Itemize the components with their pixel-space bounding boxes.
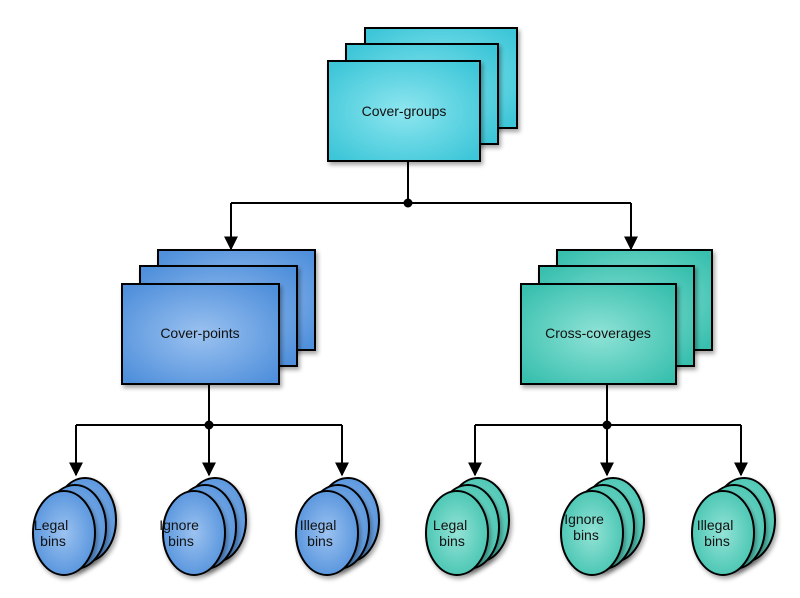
left-illegal-bins-label: Illegal bins — [300, 517, 340, 549]
right-ignore-bins-label: Ignore bins — [564, 511, 608, 543]
left-legal-bins-label: Legal bins — [34, 517, 72, 549]
right-illegal-bins-line2: bins — [704, 533, 730, 549]
cover-points-label: Cover-points — [160, 325, 239, 341]
right-illegal-bins: Illegal bins — [691, 477, 776, 576]
right-illegal-bins-label: Illegal bins — [697, 517, 737, 549]
cross-coverages-card-front — [520, 283, 677, 385]
right-ignore-bins-line1: Ignore — [564, 511, 604, 527]
cover-points-node: Cover-points — [121, 249, 316, 385]
left-junction-dot — [204, 420, 214, 430]
left-illegal-bins-line2: bins — [307, 533, 333, 549]
right-junction-dot — [602, 420, 612, 430]
right-illegal-bins-line1: Illegal — [697, 517, 734, 533]
right-legal-bins-label: Legal bins — [433, 517, 471, 549]
left-ignore-bins: Ignore bins — [159, 477, 247, 576]
left-legal-bins-line2: bins — [40, 533, 66, 549]
cover-groups-card-front — [327, 60, 481, 162]
right-ignore-bins: Ignore bins — [560, 477, 645, 576]
left-ignore-bins-line1: Ignore — [159, 517, 199, 533]
right-connector — [468, 384, 748, 477]
cover-groups-node: Cover-groups — [327, 27, 518, 162]
right-legal-bins-line1: Legal — [433, 517, 467, 533]
left-legal-bins-line1: Legal — [34, 517, 68, 533]
top-connector — [224, 161, 638, 251]
right-ignore-bins-line2: bins — [573, 527, 599, 543]
right-legal-bins-line2: bins — [439, 533, 465, 549]
cross-coverages-label: Cross-coverages — [545, 325, 651, 341]
right-legal-bins: Legal bins — [425, 477, 510, 576]
left-ignore-bins-label: Ignore bins — [159, 517, 203, 549]
left-ignore-bins-line2: bins — [168, 533, 194, 549]
cross-coverages-node: Cross-coverages — [520, 249, 713, 385]
cover-groups-label: Cover-groups — [362, 103, 447, 119]
left-legal-bins: Legal bins — [32, 477, 117, 576]
top-junction-dot — [403, 198, 413, 208]
left-illegal-bins-line1: Illegal — [300, 517, 337, 533]
left-illegal-bins: Illegal bins — [295, 477, 380, 576]
cover-points-card-front — [121, 283, 280, 385]
